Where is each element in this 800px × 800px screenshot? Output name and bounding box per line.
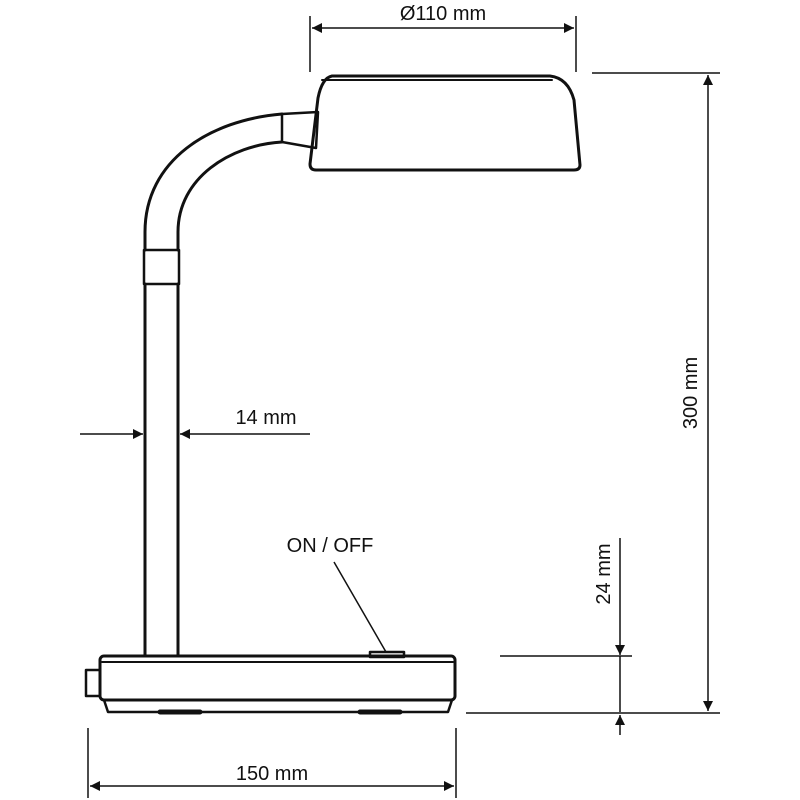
switch-leader-line xyxy=(333,561,387,653)
base-foot xyxy=(102,698,454,714)
gooseneck-outer xyxy=(143,112,284,252)
label-base-width: 150 mm xyxy=(236,763,308,785)
stem-joint xyxy=(142,248,181,286)
lamp-head xyxy=(308,74,582,172)
power-socket xyxy=(84,668,102,698)
dimension-total-height xyxy=(466,72,720,714)
label-switch: ON / OFF xyxy=(287,535,374,557)
dimension-base-width xyxy=(87,728,457,798)
neck-connector xyxy=(280,110,320,150)
on-off-switch xyxy=(368,650,406,659)
dimension-head-diameter xyxy=(309,16,577,72)
label-stem-diameter: 14 mm xyxy=(235,407,296,429)
label-base-height: 24 mm xyxy=(593,543,615,604)
label-total-height: 300 mm xyxy=(680,357,702,429)
lamp-body xyxy=(84,74,582,715)
gooseneck-inner xyxy=(176,140,284,252)
dimension-base-height xyxy=(500,538,632,735)
label-head-diameter: Ø110 mm xyxy=(400,3,486,25)
